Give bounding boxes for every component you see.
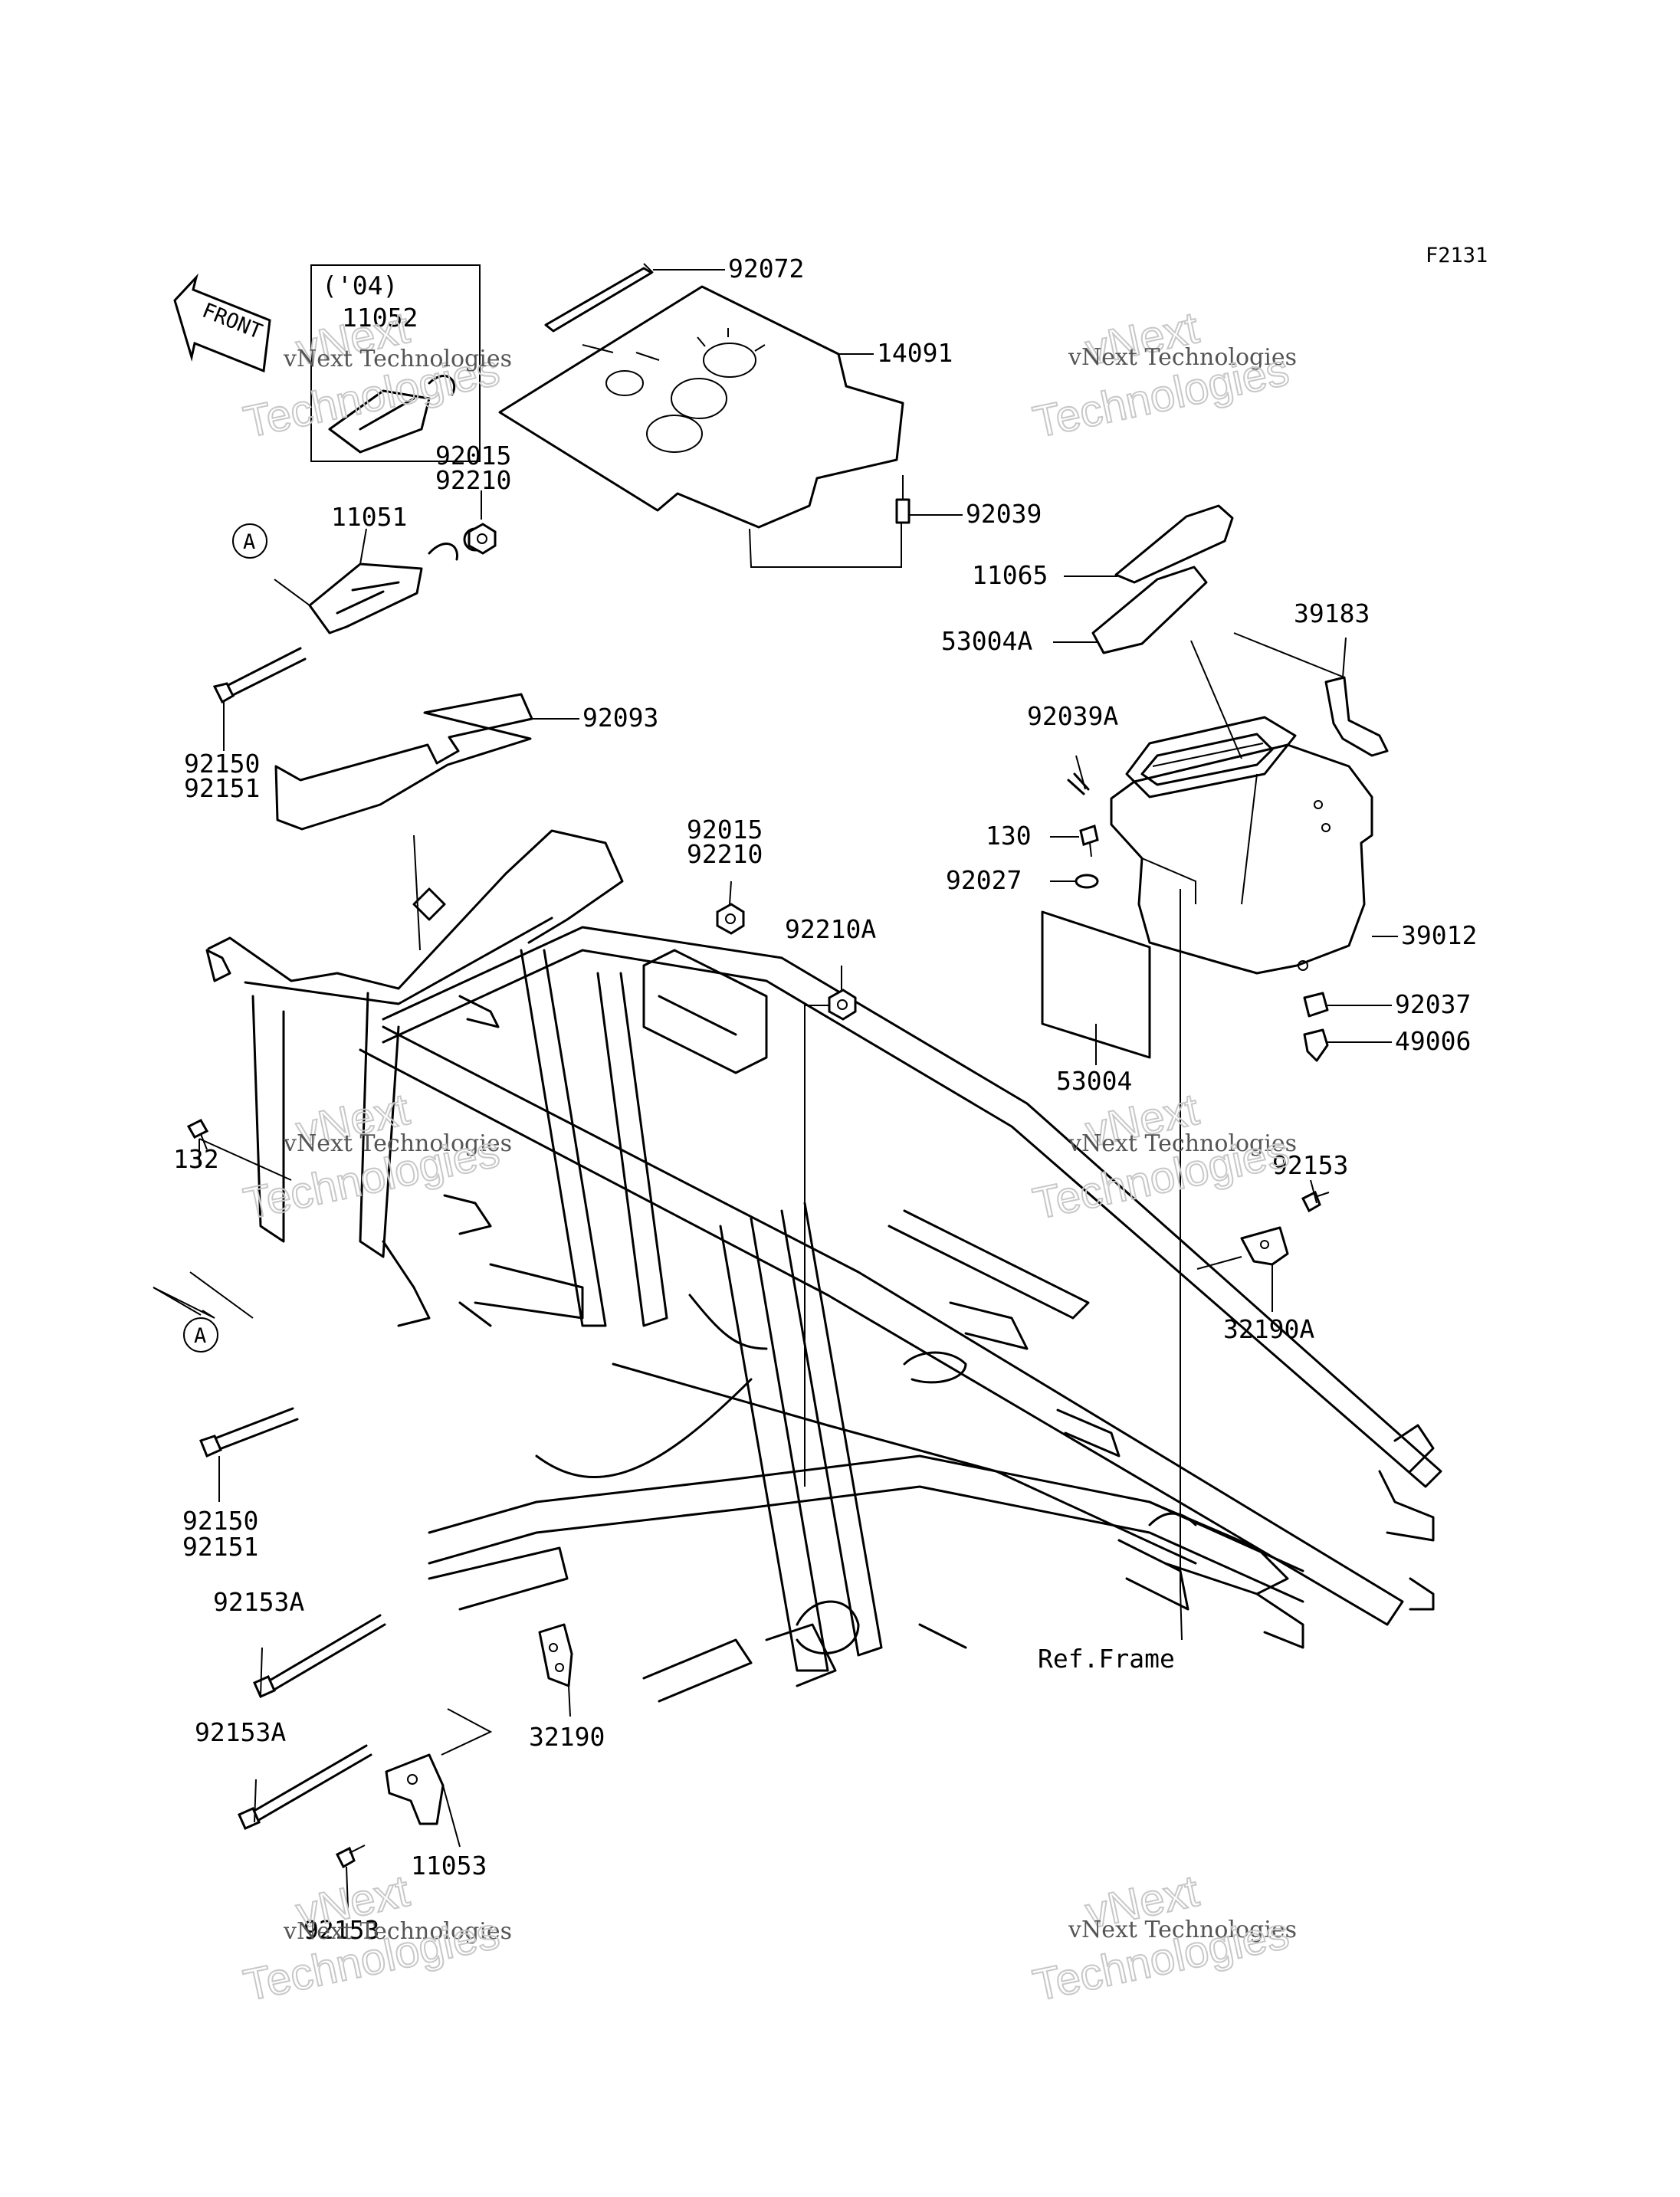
label-92210-mid: 92210 xyxy=(687,839,763,869)
bracket-11053 xyxy=(385,1753,445,1825)
clamp-39183 xyxy=(1324,676,1389,757)
filter-53004A xyxy=(1091,566,1208,654)
callout-a-top: A xyxy=(232,523,267,559)
bracket-32190A xyxy=(1240,1226,1289,1266)
cover-11065 xyxy=(1114,504,1234,584)
label-39183: 39183 xyxy=(1294,598,1370,628)
label-132: 132 xyxy=(173,1144,219,1174)
label-32190A: 32190A xyxy=(1223,1314,1314,1344)
label-11053: 11053 xyxy=(411,1851,487,1881)
watermark-top-left: vNext Technologies vNext Technologies xyxy=(238,302,512,448)
label-92150-top: 92150 xyxy=(184,749,260,779)
sheet-53004 xyxy=(1041,910,1151,1059)
bolt-92153A-bottom xyxy=(238,1744,372,1830)
main-frame xyxy=(205,829,1442,1703)
label-92153A-bottom: 92153A xyxy=(195,1717,286,1747)
bolt-92039 xyxy=(895,475,911,524)
svg-text:A: A xyxy=(194,1324,206,1348)
bolt-92150-top xyxy=(212,647,307,704)
bolt-92150-bottom xyxy=(199,1407,299,1458)
label-92150-bottom: 92150 xyxy=(182,1506,258,1536)
nut-92210-top xyxy=(468,523,497,555)
inset-part-label: 11052 xyxy=(342,303,418,333)
clamp-92037 xyxy=(1303,992,1329,1018)
label-92093: 92093 xyxy=(582,703,658,733)
label-92151-bottom: 92151 xyxy=(182,1532,258,1562)
label-92015-mid: 92015 xyxy=(687,815,763,844)
bolt-92153A-top xyxy=(253,1614,386,1698)
label-49006: 49006 xyxy=(1395,1026,1471,1056)
label-92210A: 92210A xyxy=(785,914,876,944)
label-92015-top: 92015 xyxy=(435,441,511,471)
label-92151-top: 92151 xyxy=(184,773,260,803)
inset-box: ('04) 11052 xyxy=(310,264,481,462)
strap xyxy=(544,263,654,333)
inset-year-label: ('04) xyxy=(322,271,398,300)
label-92153-bottom: 92153 xyxy=(304,1915,379,1945)
label-130: 130 xyxy=(986,821,1032,851)
bolt-132 xyxy=(186,1119,209,1150)
label-32190: 32190 xyxy=(529,1722,605,1752)
figure-code: F2131 xyxy=(1426,244,1488,267)
label-92037: 92037 xyxy=(1395,989,1471,1019)
bracket-11051 xyxy=(308,527,487,635)
svg-text:vNext Technologies: vNext Technologies xyxy=(1068,1917,1297,1943)
air-box xyxy=(1110,716,1373,975)
label-11065: 11065 xyxy=(972,560,1048,590)
svg-text:vNext Technologies: vNext Technologies xyxy=(1068,344,1297,371)
watermark-mid-right: vNext vNext Technologies Technologies xyxy=(1028,1084,1297,1230)
svg-text:vNext Technologies: vNext Technologies xyxy=(283,346,512,372)
nut-92210-mid xyxy=(716,903,745,935)
label-92027: 92027 xyxy=(946,865,1022,895)
front-arrow-icon: FRONT xyxy=(173,273,271,373)
bracket-32190 xyxy=(538,1623,573,1687)
bolt-92153-bottom xyxy=(335,1844,366,1869)
watermark-bottom-right: vNext vNext Technologies Technologies xyxy=(1028,1865,1297,2012)
pad-92093 xyxy=(274,693,533,831)
watermark-bottom-left: vNext vNext Technologies Technologies xyxy=(238,1865,512,2012)
washer-92027 xyxy=(1075,874,1099,889)
label-92153A-top: 92153A xyxy=(213,1587,304,1617)
svg-text:vNext Technologies: vNext Technologies xyxy=(283,1130,512,1157)
label-92072: 92072 xyxy=(728,254,804,284)
cap-49006 xyxy=(1303,1028,1329,1062)
label-11051: 11051 xyxy=(331,502,407,532)
svg-text:A: A xyxy=(243,530,255,554)
label-39012: 39012 xyxy=(1401,920,1477,950)
nut-92210A xyxy=(828,989,857,1021)
label-92039A: 92039A xyxy=(1027,701,1118,731)
svg-text:vNext Technologies: vNext Technologies xyxy=(1068,1130,1297,1157)
label-92039: 92039 xyxy=(966,499,1042,529)
leader-lines xyxy=(153,269,1398,1909)
watermark-top-right: vNext vNext Technologies Technologies xyxy=(1028,302,1297,448)
skid-plate xyxy=(498,285,904,529)
pin-92039A xyxy=(1067,772,1090,795)
watermark-mid-left: vNext vNext Technologies Technologies xyxy=(238,1084,512,1230)
label-92153-right: 92153 xyxy=(1272,1150,1348,1180)
label-14091: 14091 xyxy=(877,338,953,368)
label-ref-frame: Ref.Frame xyxy=(1038,1644,1175,1674)
label-92210-top: 92210 xyxy=(435,465,511,495)
bolt-130 xyxy=(1079,825,1099,857)
callout-a-bottom: A xyxy=(183,1317,218,1353)
label-53004A: 53004A xyxy=(941,626,1032,656)
label-53004: 53004 xyxy=(1056,1066,1132,1096)
part-labels: 92072 14091 92039 92015 92210 11051 1106… xyxy=(173,254,1477,1945)
svg-text:vNext Technologies: vNext Technologies xyxy=(283,1918,512,1945)
